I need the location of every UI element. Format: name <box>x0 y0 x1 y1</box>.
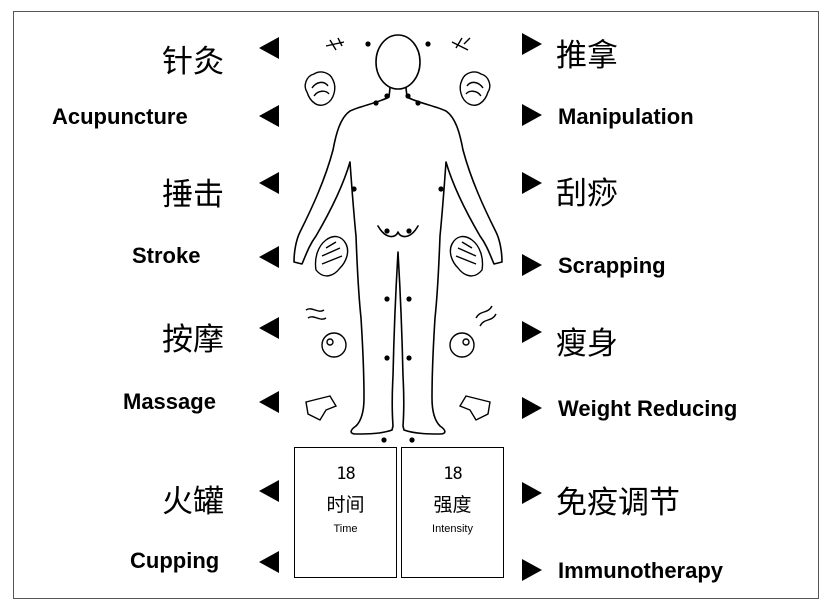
needle-icon-left <box>326 38 344 50</box>
pad-icon-left <box>306 396 336 420</box>
massage-icon-left <box>306 309 346 357</box>
hand-icon-left <box>305 72 335 105</box>
stroke-hand-icon-left <box>315 237 347 276</box>
head-outline <box>376 35 420 89</box>
needle-icon-right <box>452 38 470 50</box>
electrode-points <box>351 41 443 442</box>
stroke-hand-icon-right <box>450 237 482 276</box>
pad-icon-right <box>460 396 490 420</box>
hip-curve <box>378 226 418 237</box>
time-label-en: Time <box>295 523 396 535</box>
intensity-display: 18 强度 Intensity <box>401 447 504 578</box>
time-value: 18 <box>295 464 396 484</box>
intensity-label-en: Intensity <box>402 523 503 535</box>
hand-icon-right <box>460 72 490 105</box>
massage-icon-right <box>450 306 496 357</box>
intensity-label-zh: 强度 <box>402 490 503 517</box>
intensity-value: 18 <box>402 464 503 484</box>
time-label-zh: 时间 <box>295 490 396 517</box>
time-display: 18 时间 Time <box>294 447 397 578</box>
